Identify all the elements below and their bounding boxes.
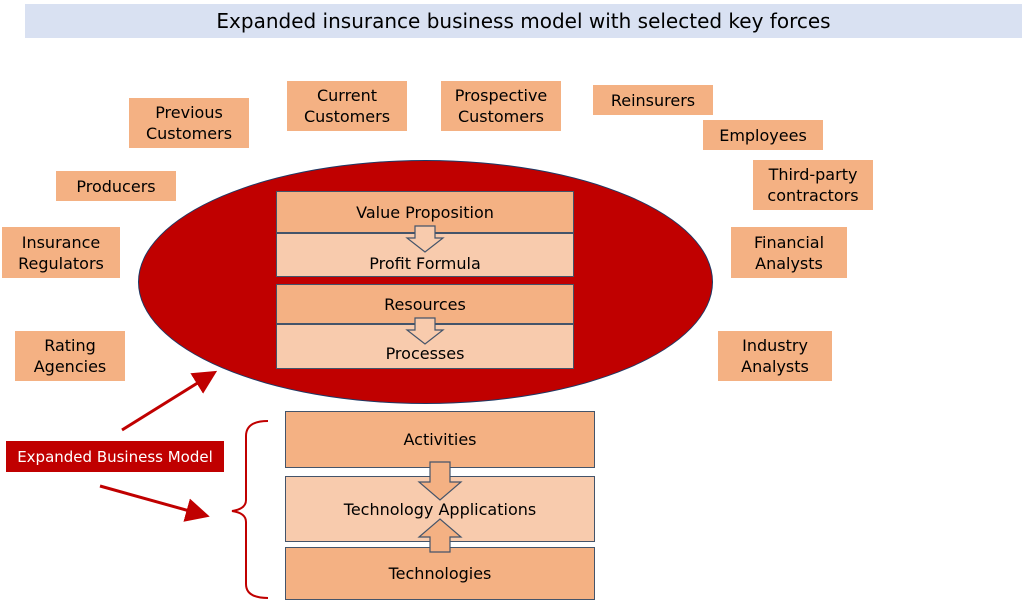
force-insurance-regulators: Insurance Regulators — [2, 227, 120, 278]
force-prospective-customers: Prospective Customers — [441, 81, 561, 131]
red-arrow-to-bracket — [99, 484, 210, 522]
force-financial-analysts: Financial Analysts — [731, 227, 847, 278]
red-arrow-to-ellipse — [121, 370, 218, 432]
arrow-activities-to-techapps — [417, 461, 463, 501]
force-current-customers: Current Customers — [287, 81, 407, 131]
technologies-box: Technologies — [285, 547, 595, 600]
force-third-party-contractors: Third-party contractors — [753, 160, 873, 210]
curly-bracket — [231, 420, 269, 599]
force-previous-customers: Previous Customers — [129, 98, 249, 148]
force-employees: Employees — [703, 120, 823, 150]
force-producers: Producers — [56, 171, 176, 201]
resources-box: Resources — [276, 284, 574, 324]
arrow-value-to-profit — [405, 225, 445, 253]
force-reinsurers: Reinsurers — [593, 85, 713, 115]
force-rating-agencies: Rating Agencies — [15, 331, 125, 381]
diagram-title: Expanded insurance business model with s… — [25, 4, 1022, 38]
arrow-resources-to-processes — [405, 317, 445, 345]
arrow-technologies-to-techapps — [417, 518, 463, 553]
expanded-business-model-label: Expanded Business Model — [6, 441, 224, 472]
force-industry-analysts: Industry Analysts — [718, 331, 832, 381]
